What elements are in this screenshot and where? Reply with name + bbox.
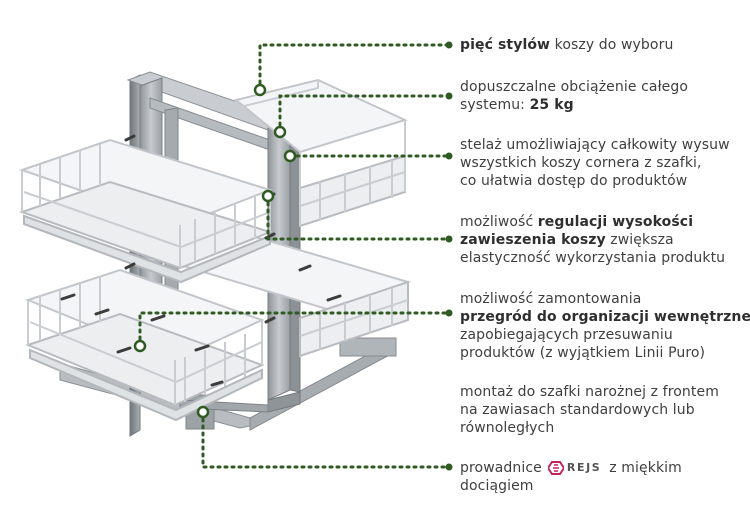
- feature-text: stelaż umożliwiający całkowity wysuw: [460, 137, 730, 153]
- feature-text-bold: pięć stylów: [460, 37, 551, 53]
- leader-line: [138, 311, 449, 348]
- feature-line: systemu: 25 kg: [460, 96, 688, 114]
- callout-marker: [283, 149, 297, 163]
- feature-line: przegród do organizacji wewnętrznej: [460, 308, 750, 326]
- feature-line: dopuszczalne obciążenie całego: [460, 78, 688, 96]
- feature-line: stelaż umożliwiający całkowity wysuw: [460, 136, 730, 154]
- basket-dividers: [60, 134, 342, 387]
- rejs-logo-text: REJS: [566, 461, 602, 474]
- feature-line: produktów (z wyjątkiem Linii Puro): [460, 344, 750, 362]
- feature-6: montaż do szafki narożnej z frontem na za…: [460, 383, 719, 437]
- feature-line: możliwość regulacji wysokości: [460, 213, 725, 231]
- feature-text: elastyczność wykorzystania produktu: [460, 250, 726, 266]
- feature-line: prowadnice REJS z miękkim: [460, 459, 682, 477]
- feature-text: montaż do szafki narożnej z frontem: [460, 384, 719, 400]
- feature-line: montaż do szafki narożnej z frontem: [460, 383, 719, 401]
- feature-7: prowadnice REJS z miękkim dociągiem: [460, 459, 682, 495]
- feature-text-bold: zawieszenia koszy: [460, 232, 606, 248]
- callout-marker: [196, 405, 210, 419]
- feature-text: równoległych: [460, 420, 555, 436]
- feature-line: elastyczność wykorzystania produktu: [460, 249, 725, 267]
- callout-endpoint: [445, 235, 453, 243]
- feature-line: na zawiasach standardowych lub: [460, 401, 719, 419]
- feature-line: zawieszenia koszy zwiększa: [460, 231, 725, 249]
- feature-text: wszystkich koszy cornera z szafki,: [460, 155, 702, 171]
- feature-line: dociągiem: [460, 477, 682, 495]
- feature-text: co ułatwia dostęp do produktów: [460, 173, 688, 189]
- feature-line: równoległych: [460, 419, 719, 437]
- feature-3: stelaż umożliwiający całkowity wysuw wszy…: [460, 136, 730, 190]
- feature-text-bold: regulacji wysokości: [537, 214, 694, 230]
- rejs-logo-icon: [547, 461, 564, 475]
- callout-endpoint: [445, 309, 453, 317]
- feature-text: możliwość zamontowania: [460, 291, 642, 307]
- feature-line: pięć stylów koszy do wyboru: [460, 36, 673, 54]
- feature-text-bold: przegród do organizacji wewnętrznej: [460, 309, 750, 325]
- feature-text: koszy do wyboru: [550, 37, 674, 53]
- feature-text: dopuszczalne obciążenie całego: [460, 79, 689, 95]
- feature-line: wszystkich koszy cornera z szafki,: [460, 154, 730, 172]
- feature-line: możliwość zamontowania: [460, 290, 750, 308]
- feature-5: możliwość zamontowania przegród do organi…: [460, 290, 750, 362]
- feature-text: dociągiem: [460, 478, 534, 494]
- callout-endpoint: [445, 92, 453, 100]
- callout-endpoint: [445, 152, 453, 160]
- leader-line: [278, 94, 449, 134]
- feature-line: co ułatwia dostęp do produktów: [460, 172, 730, 190]
- leader-line: [266, 194, 449, 241]
- rejs-logo: REJS: [547, 459, 602, 477]
- feature-text: systemu:: [460, 97, 530, 113]
- feature-1: pięć stylów koszy do wyboru: [460, 36, 673, 54]
- callout-marker: [133, 339, 147, 353]
- callout-marker: [273, 125, 287, 139]
- callout-marker: [261, 189, 275, 203]
- lower-basket-left: [25, 268, 265, 422]
- feature-text: na zawiasach standardowych lub: [460, 402, 695, 418]
- feature-text: zwiększa: [605, 232, 674, 248]
- leader-line: [201, 410, 449, 469]
- feature-text: prowadnice: [460, 460, 542, 476]
- callout-marker: [253, 83, 267, 97]
- callout-endpoint: [445, 463, 453, 471]
- feature-text: możliwość: [460, 214, 538, 230]
- callout-endpoint: [445, 41, 453, 49]
- feature-text-bold: 25 kg: [529, 97, 574, 113]
- feature-text: z miękkim: [609, 460, 682, 476]
- upper-basket-left: [18, 138, 274, 284]
- feature-text: produktów (z wyjątkiem Linii Puro): [460, 345, 706, 361]
- feature-line: zapobiegających przesuwaniu: [460, 326, 750, 344]
- leader-line: [258, 43, 449, 92]
- feature-text: zapobiegających przesuwaniu: [460, 327, 673, 343]
